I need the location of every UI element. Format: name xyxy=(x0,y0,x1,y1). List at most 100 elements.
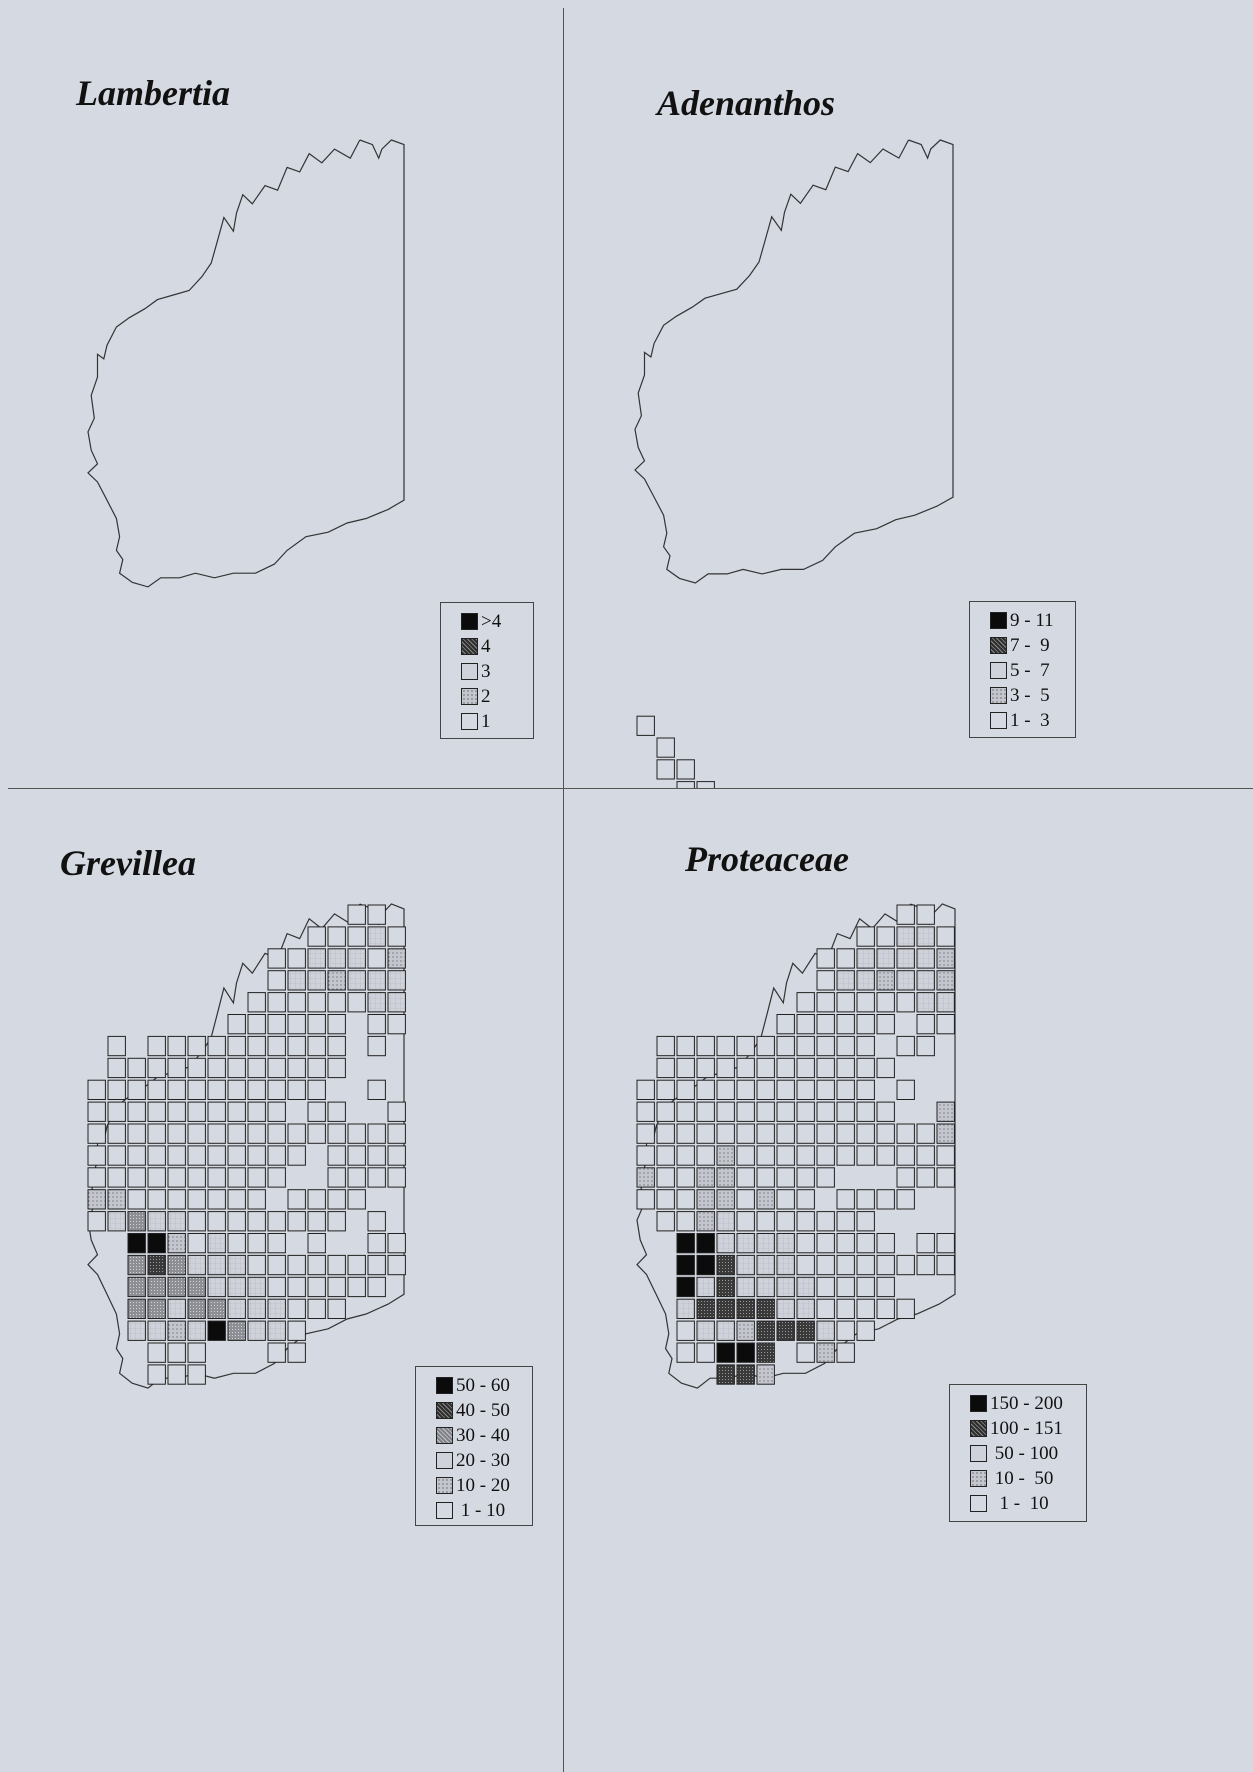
grid-cell xyxy=(327,1014,346,1035)
grid-cell xyxy=(167,1123,186,1144)
grid-cell xyxy=(367,1167,386,1188)
grid-cell xyxy=(167,1189,186,1210)
grid-cell xyxy=(327,1189,346,1210)
panel-title: Proteaceae xyxy=(685,839,849,879)
grid-cell xyxy=(656,759,675,780)
grid-cell xyxy=(127,1101,146,1122)
grid-cell xyxy=(307,1211,326,1232)
grid-cell xyxy=(287,1123,306,1144)
grid-cell xyxy=(127,1233,146,1254)
grid-cell xyxy=(676,781,695,788)
grid-cell xyxy=(796,1189,815,1210)
grid-cell xyxy=(916,1254,935,1276)
legend-label: 1 - 3 xyxy=(1010,709,1050,731)
legend-swatch xyxy=(990,712,1007,729)
grid-cell xyxy=(327,1276,346,1298)
grid-cell xyxy=(736,1145,755,1166)
legend-entry: 3 - 5 xyxy=(990,683,1075,708)
grid-cell xyxy=(836,1298,855,1320)
grid-cell xyxy=(676,1035,695,1057)
grid-cell xyxy=(307,1101,326,1122)
grid-cell xyxy=(327,1123,346,1144)
grid-cell xyxy=(387,1014,406,1035)
grid-cell xyxy=(796,1167,815,1188)
grid-cell xyxy=(716,1276,735,1298)
grid-cell xyxy=(836,1254,855,1276)
grid-cell xyxy=(716,1123,735,1144)
legend-swatch xyxy=(461,713,478,730)
grid-cell xyxy=(856,1211,875,1232)
grid-cell xyxy=(207,1189,226,1210)
grid-cell xyxy=(147,1233,166,1254)
grid-cell xyxy=(147,1101,166,1122)
grid-cell xyxy=(756,1342,775,1363)
grid-cell xyxy=(736,1123,755,1144)
grid-cell xyxy=(696,1145,715,1166)
grid-cell xyxy=(147,1320,166,1341)
grid-cell xyxy=(247,1254,266,1276)
grid-cell xyxy=(227,1057,246,1079)
grid-cell xyxy=(87,1211,106,1232)
coastline-outline xyxy=(636,903,956,1389)
grid-cell xyxy=(387,926,406,947)
grid-cell xyxy=(267,1079,286,1101)
map-svg xyxy=(634,139,954,788)
grid-cell xyxy=(936,992,955,1013)
grid-cell xyxy=(676,759,695,780)
grid-cell xyxy=(347,1123,366,1144)
grid-cell xyxy=(387,1145,406,1166)
grid-cell xyxy=(816,1342,835,1363)
grid-cell xyxy=(796,1101,815,1122)
grid-cell xyxy=(327,1298,346,1320)
grid-cell xyxy=(816,1167,835,1188)
grid-cell xyxy=(856,1320,875,1341)
grid-cell xyxy=(836,1079,855,1101)
grid-cell xyxy=(107,1167,126,1188)
grid-cell xyxy=(796,1342,815,1363)
grid-cell xyxy=(856,970,875,991)
grid-cell xyxy=(87,1101,106,1122)
grid-cell xyxy=(936,948,955,969)
grid-cell xyxy=(856,1145,875,1166)
grid-cell xyxy=(267,1123,286,1144)
grid-cell xyxy=(287,1145,306,1166)
grid-cell xyxy=(796,1123,815,1144)
grid-cell xyxy=(287,948,306,969)
grid-cell xyxy=(127,1167,146,1188)
grid-cell xyxy=(287,1211,306,1232)
grid-cell xyxy=(716,1079,735,1101)
grid-cell xyxy=(796,1320,815,1341)
grid-cell xyxy=(287,1342,306,1363)
grid-cell xyxy=(816,1320,835,1341)
grid-cell xyxy=(736,1254,755,1276)
grid-cell xyxy=(696,1276,715,1298)
grid-cell xyxy=(796,1079,815,1101)
grid-cell xyxy=(287,1014,306,1035)
grid-cell xyxy=(936,1233,955,1254)
legend-swatch xyxy=(461,663,478,680)
grid-cell xyxy=(816,1014,835,1035)
grid-cell xyxy=(756,1057,775,1079)
grid-cell xyxy=(756,1123,775,1144)
grid-cell xyxy=(167,1298,186,1320)
grid-cell xyxy=(107,1035,126,1057)
grid-cell xyxy=(836,1145,855,1166)
grid-cell xyxy=(756,1298,775,1320)
grid-cell xyxy=(307,1057,326,1079)
grid-cell xyxy=(107,1057,126,1079)
grid-cell xyxy=(756,1101,775,1122)
legend-label: 20 - 30 xyxy=(456,1449,510,1471)
grid-cell xyxy=(676,1167,695,1188)
grid-cell xyxy=(167,1254,186,1276)
grid-cell xyxy=(147,1167,166,1188)
grid-cell xyxy=(247,1123,266,1144)
grid-cell xyxy=(896,948,915,969)
grid-cell xyxy=(736,1320,755,1341)
legend-label: 10 - 20 xyxy=(456,1474,510,1496)
grid-cell xyxy=(327,1101,346,1122)
grid-cell xyxy=(187,1276,206,1298)
grid-cell xyxy=(716,1298,735,1320)
legend-label: 7 - 9 xyxy=(1010,634,1050,656)
